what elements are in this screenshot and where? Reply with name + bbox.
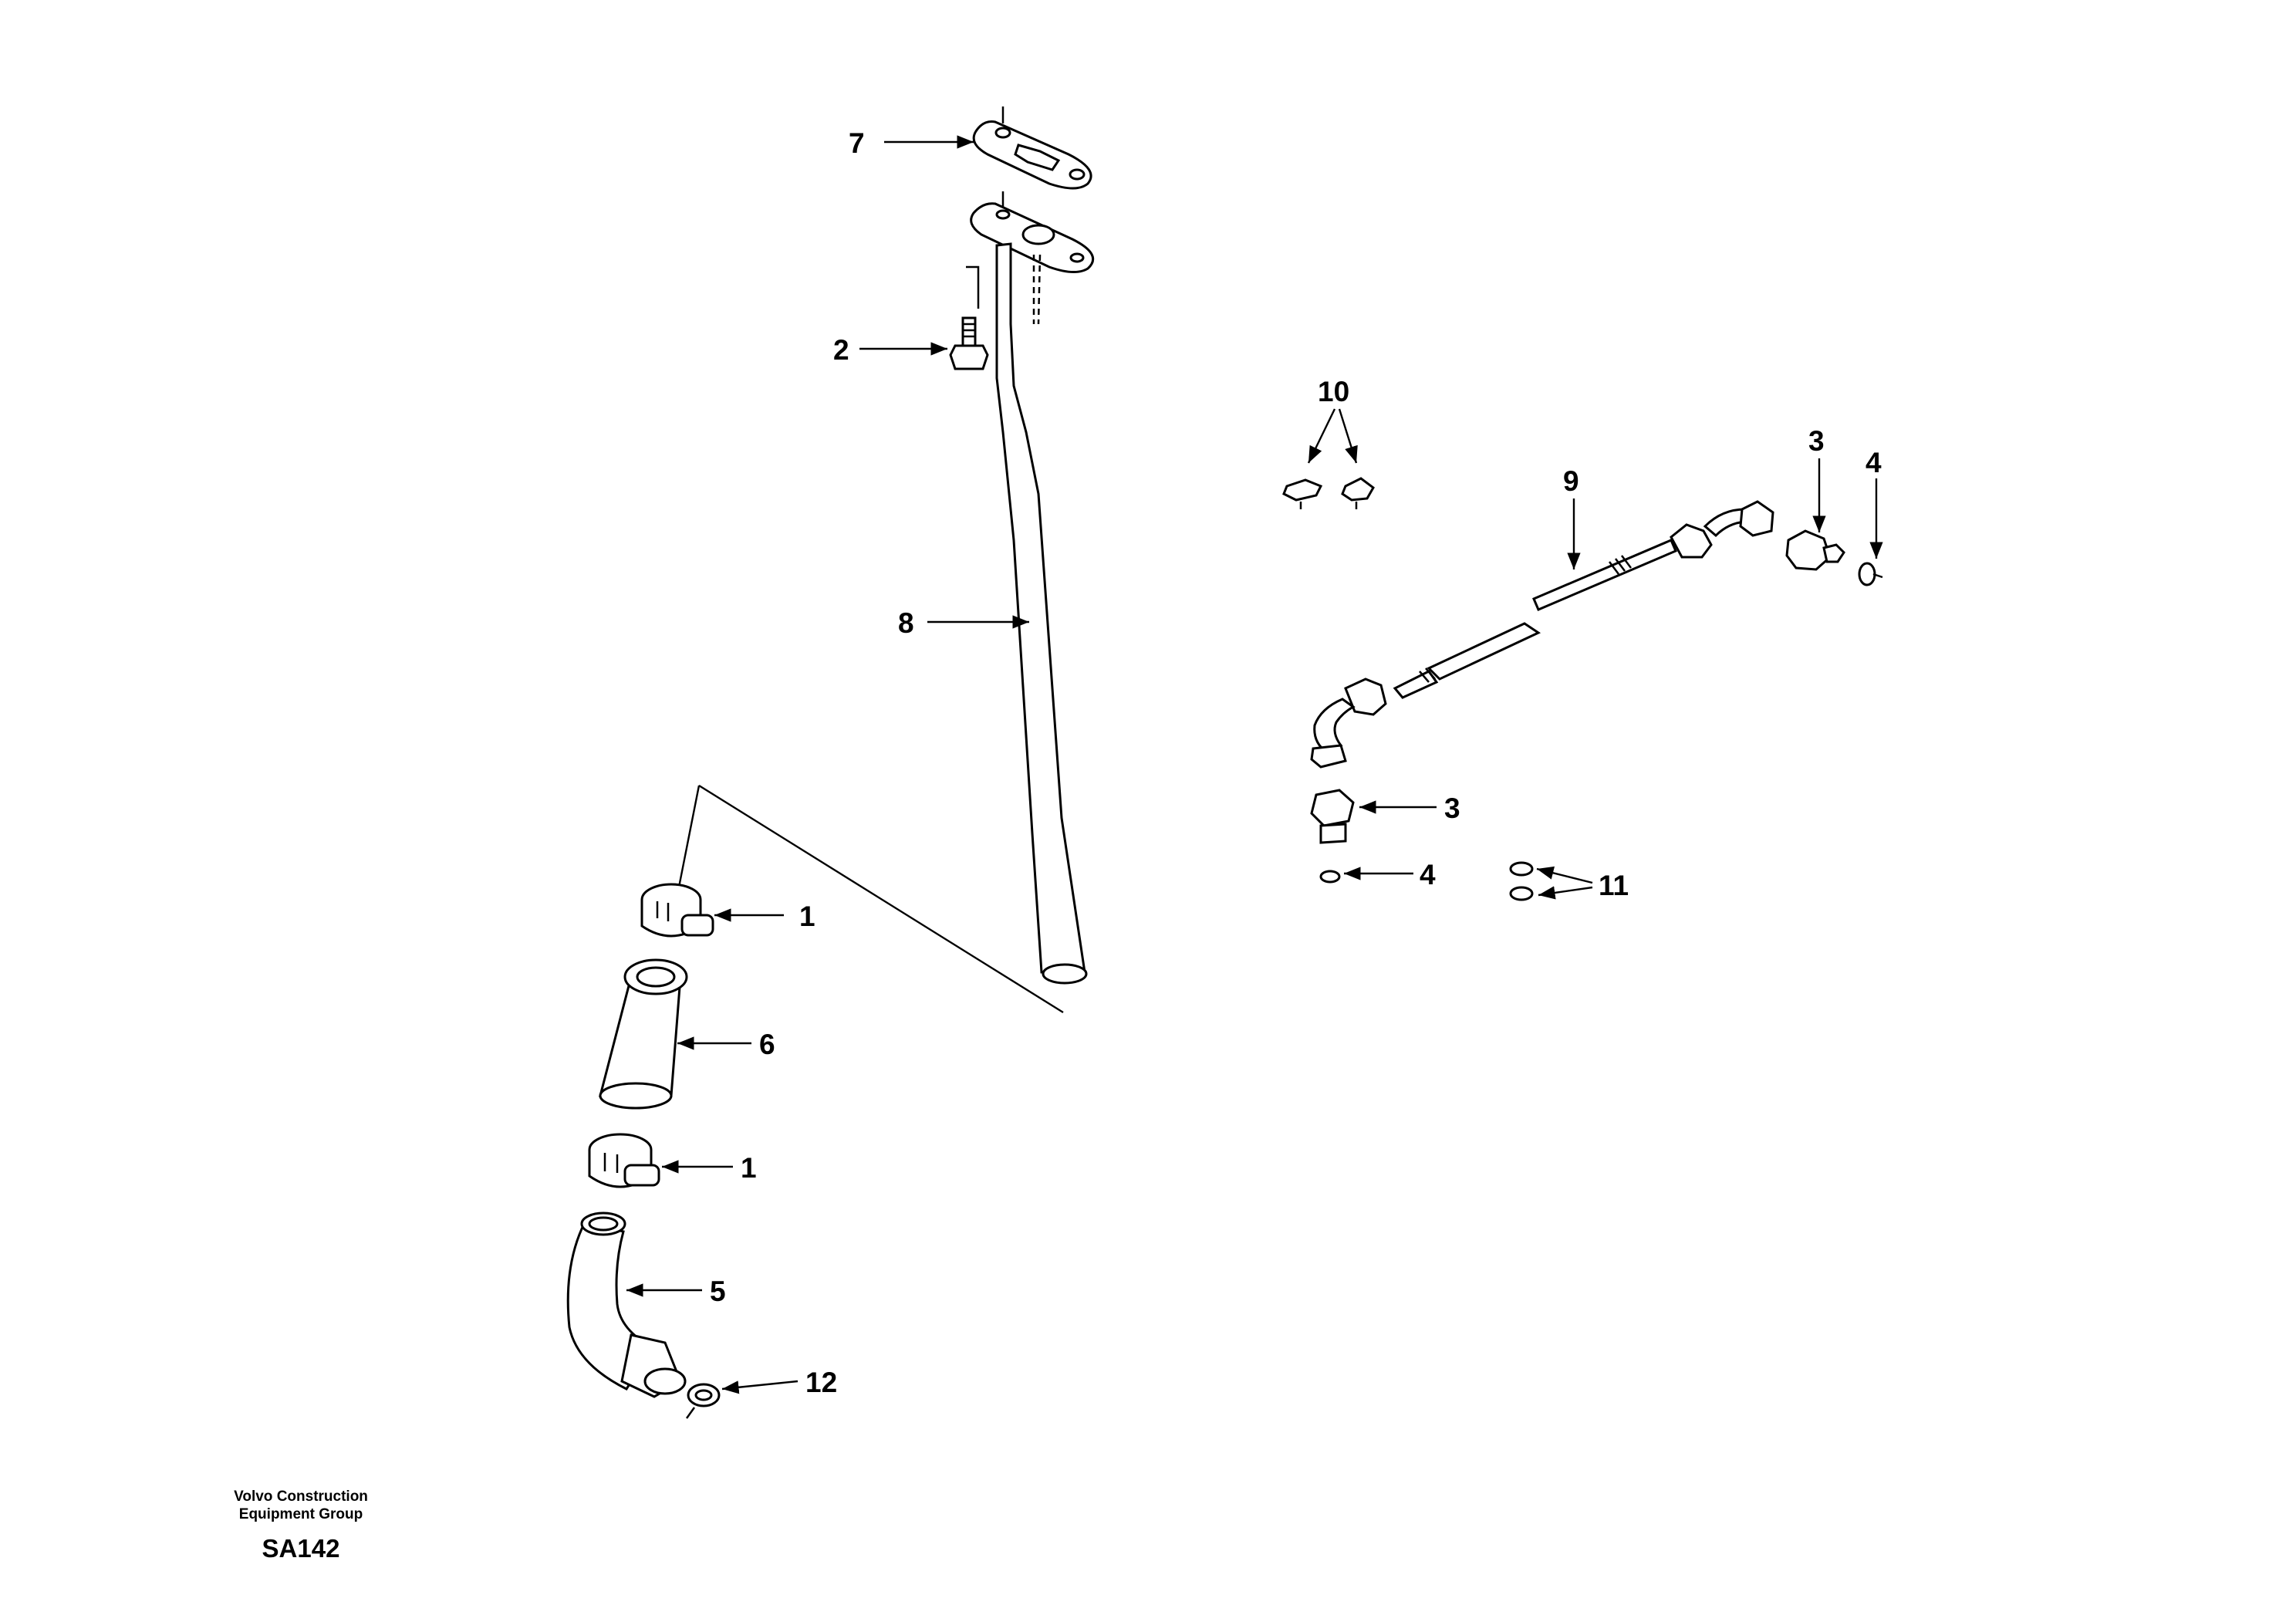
callout-10: 10 xyxy=(1318,376,1349,407)
o-ring-part-4-lower xyxy=(1319,870,1341,884)
washers-part-11 xyxy=(1509,861,1534,901)
callout-4-lower: 4 xyxy=(1420,859,1436,890)
callout-11: 11 xyxy=(1599,870,1629,901)
fitting-part-3-lower xyxy=(1310,789,1355,844)
callout-6: 6 xyxy=(759,1029,775,1060)
callout-8: 8 xyxy=(898,607,914,639)
o-ring-part-12 xyxy=(685,1383,721,1419)
callout-3-lower: 3 xyxy=(1444,792,1460,824)
callout-12: 12 xyxy=(805,1367,837,1398)
callout-9: 9 xyxy=(1563,465,1579,497)
washers-part-10 xyxy=(1282,477,1375,509)
hose-clamp-part-1-upper xyxy=(640,883,714,938)
footer-company-line-2: Equipment Group xyxy=(238,1506,363,1522)
bolt-part-2 xyxy=(949,316,989,370)
drawing-code: SA142 xyxy=(262,1534,340,1563)
callout-4-right: 4 xyxy=(1866,447,1882,478)
hose-clamp-part-1-lower xyxy=(588,1133,660,1188)
hose-part-6 xyxy=(599,958,688,1110)
callout-1-lower: 1 xyxy=(741,1152,757,1184)
assembly-line xyxy=(671,784,1064,1014)
footer-company-line-1: Volvo Construction xyxy=(234,1489,368,1505)
elbow-hose-part-5 xyxy=(566,1211,687,1398)
callout-1-upper: 1 xyxy=(799,901,815,932)
leader-lines xyxy=(626,135,1883,1394)
pipe-part-8 xyxy=(966,191,1095,985)
pipe-assembly-part-9 xyxy=(1310,500,1774,769)
callout-2: 2 xyxy=(833,334,849,366)
callout-7: 7 xyxy=(849,127,865,159)
gasket-part-7 xyxy=(972,106,1092,190)
o-ring-part-4-right xyxy=(1858,562,1883,586)
footer-block: Volvo Construction Equipment Group SA142 xyxy=(185,1488,417,1563)
callout-3-right: 3 xyxy=(1808,425,1825,457)
callout-5: 5 xyxy=(710,1276,726,1307)
fitting-part-3-right xyxy=(1785,529,1845,571)
